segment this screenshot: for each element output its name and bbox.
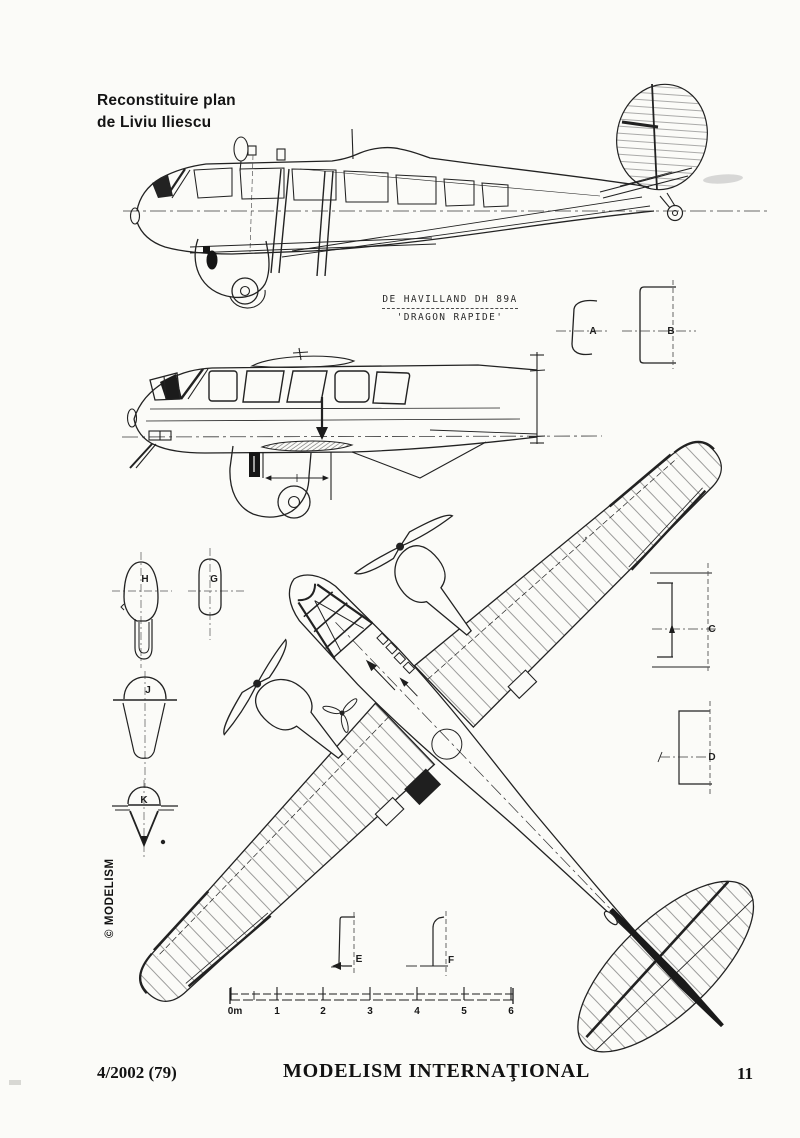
scale-label-3: 3 xyxy=(367,1006,373,1017)
section-c-shape xyxy=(650,563,718,671)
tailwheel-plan xyxy=(603,910,618,926)
scale-label-5: 5 xyxy=(461,1006,467,1017)
credit-line-2: de Liviu Iliescu xyxy=(97,113,212,131)
plan-view xyxy=(139,440,755,1053)
wing-airfoil-section xyxy=(260,440,354,452)
footer-issue: 4/2002 (79) xyxy=(97,1063,177,1082)
section-k-shape xyxy=(112,780,178,858)
section-j-shape xyxy=(113,671,177,788)
cabin-windows-detail xyxy=(208,370,411,405)
struts xyxy=(270,168,334,277)
left-aileron xyxy=(187,914,272,988)
scan-specks xyxy=(9,536,588,1085)
label-j: J xyxy=(145,685,151,696)
main-wheel xyxy=(231,277,259,305)
scale-label-4: 4 xyxy=(414,1006,420,1017)
credit-line-1: Reconstituire plan xyxy=(97,92,236,109)
left-nacelle xyxy=(255,678,344,760)
pitot-tube xyxy=(129,443,153,469)
right-aileron xyxy=(630,489,707,571)
fin-rudder xyxy=(616,83,708,191)
cockpit-glazing xyxy=(297,583,373,660)
scale-label-6: 6 xyxy=(508,1006,514,1017)
nose-cap xyxy=(129,207,141,225)
section-e-shape xyxy=(331,912,355,975)
scale-label-1: 1 xyxy=(274,1006,280,1017)
aircraft-name-title: 'DRAGON RAPIDE' xyxy=(396,312,504,323)
label-h: H xyxy=(141,574,148,585)
label-e: E xyxy=(356,954,363,965)
section-a-shape xyxy=(571,299,598,356)
label-k: K xyxy=(140,795,148,806)
scan-smudge xyxy=(703,174,743,184)
tail-side xyxy=(599,83,708,222)
label-c: C xyxy=(708,624,715,635)
section-b-shape xyxy=(639,286,676,364)
nacelle-side xyxy=(194,238,270,309)
section-brackets xyxy=(331,280,718,976)
label-f: F xyxy=(448,955,454,966)
left-wing xyxy=(139,702,436,1002)
footer-page-number: 11 xyxy=(737,1064,754,1083)
side-view xyxy=(123,83,770,309)
detail-sections-left xyxy=(112,548,244,858)
fin-edge xyxy=(609,907,724,1028)
section-g-shape xyxy=(188,548,244,640)
right-nacelle xyxy=(394,545,472,636)
scale-label-2: 2 xyxy=(320,1006,326,1017)
measurement-line xyxy=(528,352,546,444)
section-h-shape xyxy=(112,552,172,668)
label-a: A xyxy=(589,326,596,337)
cabin-windows-side xyxy=(193,167,509,208)
section-labels: A B C D E F G H J K xyxy=(140,326,715,966)
walkway xyxy=(404,768,442,806)
fuselage-windows-plan xyxy=(376,632,416,675)
copyright-text: © MODELISM xyxy=(104,858,116,938)
title-block: DE HAVILLAND DH 89A 'DRAGON RAPIDE' xyxy=(362,294,538,323)
aircraft-type-title: DE HAVILLAND DH 89A xyxy=(382,294,518,309)
label-b: B xyxy=(667,326,674,337)
section-d-shape xyxy=(657,701,712,797)
aerial-mast xyxy=(351,128,354,160)
loop-antenna xyxy=(233,136,249,172)
label-g: G xyxy=(210,574,218,585)
exhaust-blob xyxy=(206,250,218,270)
left-propeller xyxy=(223,638,287,736)
plan-credit: Reconstituire plan de Liviu Iliescu xyxy=(97,90,236,133)
propeller-symbol xyxy=(322,698,358,733)
right-wing xyxy=(413,441,722,728)
nacelle-detail xyxy=(229,445,332,519)
footer-magazine-title: MODELISM INTERNAŢIONAL xyxy=(283,1060,591,1082)
right-propeller xyxy=(353,514,454,575)
fuselage-detail-view xyxy=(121,347,603,519)
scale-label-0m: 0m xyxy=(228,1006,243,1017)
scale-bar: 0m 1 2 3 4 5 6 xyxy=(228,987,514,1017)
label-d: D xyxy=(708,752,715,763)
section-f-shape xyxy=(406,911,448,976)
fuselage-hatch-circle xyxy=(431,728,463,760)
